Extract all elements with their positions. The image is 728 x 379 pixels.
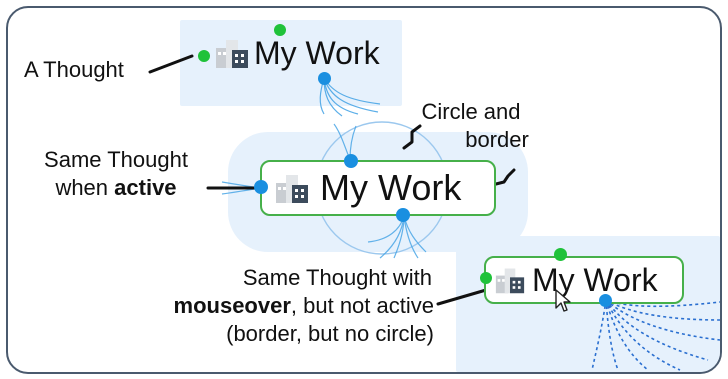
- label-active: Same Thought when active: [44, 147, 188, 200]
- thought-mouseover[interactable]: My Work: [484, 256, 684, 304]
- jump-gate-dot[interactable]: [480, 272, 492, 284]
- parent-gate-dot[interactable]: [554, 248, 567, 261]
- thought-title: My Work: [254, 34, 380, 71]
- mouse-cursor-icon: [555, 289, 571, 312]
- thought-active[interactable]: My Work: [260, 160, 496, 216]
- building-icon: [276, 175, 308, 203]
- label-mouseover: Same Thought with mouseover, but not act…: [173, 265, 434, 346]
- jump-gate-dot[interactable]: [198, 50, 210, 62]
- thought-title: My Work: [532, 261, 658, 298]
- child-gate-dot[interactable]: [599, 294, 612, 307]
- building-icon: [216, 40, 248, 68]
- thought-title: My Work: [320, 167, 462, 208]
- parent-gate-dot[interactable]: [274, 24, 286, 36]
- diagram-frame: My Work My Work My Work: [6, 6, 722, 374]
- child-gate-dot[interactable]: [396, 208, 410, 222]
- parent-gate-dot[interactable]: [344, 154, 358, 168]
- building-icon: [495, 268, 525, 294]
- thought-plain[interactable]: My Work: [212, 30, 380, 76]
- label-a-thought: A Thought: [24, 57, 124, 82]
- bold-active: active: [114, 175, 177, 200]
- child-gate-dot[interactable]: [318, 72, 331, 85]
- label-circle-and-border: Circle and border: [421, 99, 529, 152]
- jump-gate-dot[interactable]: [254, 180, 268, 194]
- bold-mouseover: mouseover: [173, 293, 291, 318]
